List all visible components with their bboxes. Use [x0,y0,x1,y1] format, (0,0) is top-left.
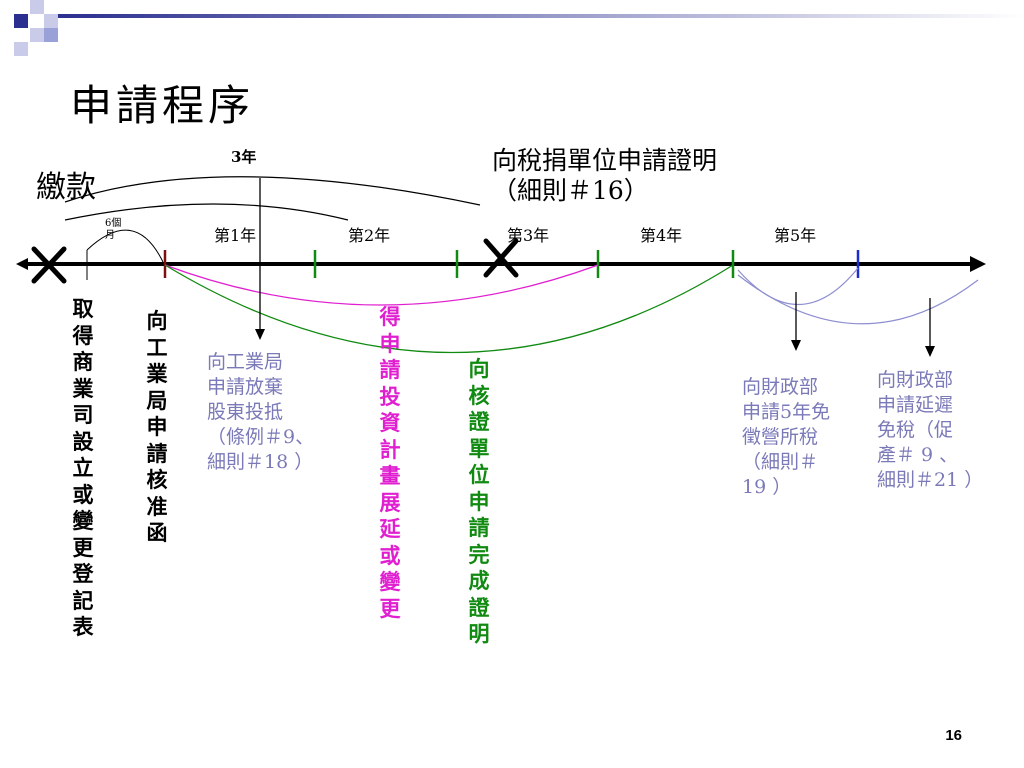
exemption-note: 向財政部 申請5年免 徵營所稅 （細則＃ 19 ） [742,375,830,500]
timeline-left-arrowhead [16,258,28,270]
lavender-arc-short [737,267,859,305]
header-square [14,14,28,28]
year-label: 第5年 [774,226,817,245]
waiver-note-line: 申請放棄 [207,376,284,398]
tax-cert-line: （細則＃16） [492,176,649,205]
completion-proof-vertical-label: 向核證單位申請完成證明 [468,356,490,646]
exemption-note-line: 徵營所稅 [742,426,819,448]
header-square [44,14,58,28]
two-year-arc [64,203,349,221]
green-arc [164,264,734,354]
header-decoration [14,0,1024,56]
six-month-label-line: 6個 [105,218,122,229]
year-label: 第1年 [214,226,257,245]
header-square [30,28,44,42]
start-x-mark [31,246,67,284]
exemption-note-line: （細則＃ [742,451,819,473]
lavender-arc-long [737,274,979,325]
tax-cert-line: 向稅捐單位申請證明 [492,146,718,175]
waiver-note-line: 股東投抵 [207,401,284,423]
three-year-arc [64,176,481,206]
timeline-arrowhead [970,256,986,272]
page-number: 16 [945,727,962,744]
three-year-label: 3年 [231,148,257,166]
slide-title: 申請程序 [70,81,255,130]
payment-label: 繳款 [36,170,96,205]
pink-arc [164,264,599,306]
deferral-note-line: 向財政部 [877,369,954,391]
industry-letter-vertical-label: 向工業局申請核准函 [146,308,168,545]
deferral-note-line: 免稅（促 [877,419,954,441]
registration-vertical-label: 取得商業司設立或變更登記表 [72,296,94,639]
deferral-note-line: 產＃ 9 、 [877,444,959,466]
waiver-note-line: （條例＃9、 [207,426,315,448]
exemption-note-line: 申請5年免 [742,401,831,423]
deferral-note-line: 細則＃21 ） [877,469,984,491]
exempt-arrowhead [791,340,801,351]
waiver-note-line: 向工業局 [207,351,284,373]
exemption-note-line: 19 ） [742,476,792,498]
deferral-note: 向財政部 申請延遲 免稅（促 產＃ 9 、 細則＃21 ） [877,368,983,493]
year3-x-mark [483,238,519,278]
six-month-label-line: 月 [105,230,115,241]
defer-arrowhead [925,346,935,357]
year-label: 第4年 [640,226,683,245]
year-label: 第2年 [348,226,391,245]
deferral-note-line: 申請延遲 [877,394,954,416]
plan-extension-vertical-label: 得申請投資計畫展延或變更 [379,304,401,621]
tax-cert-label: 向稅捐單位申請證明 （細則＃16） [492,146,717,206]
exemption-note-line: 向財政部 [742,376,819,398]
year-label: 第3年 [507,226,550,245]
six-month-arc [86,229,164,263]
header-square [14,42,28,56]
six-month-label: 6個 月 [105,218,121,242]
waiver-note-line: 細則＃18 ） [207,451,314,473]
header-square [44,28,58,42]
waiver-arrowhead [255,329,265,340]
waiver-note: 向工業局 申請放棄 股東投抵 （條例＃9、 細則＃18 ） [207,350,314,475]
header-square [30,0,44,14]
